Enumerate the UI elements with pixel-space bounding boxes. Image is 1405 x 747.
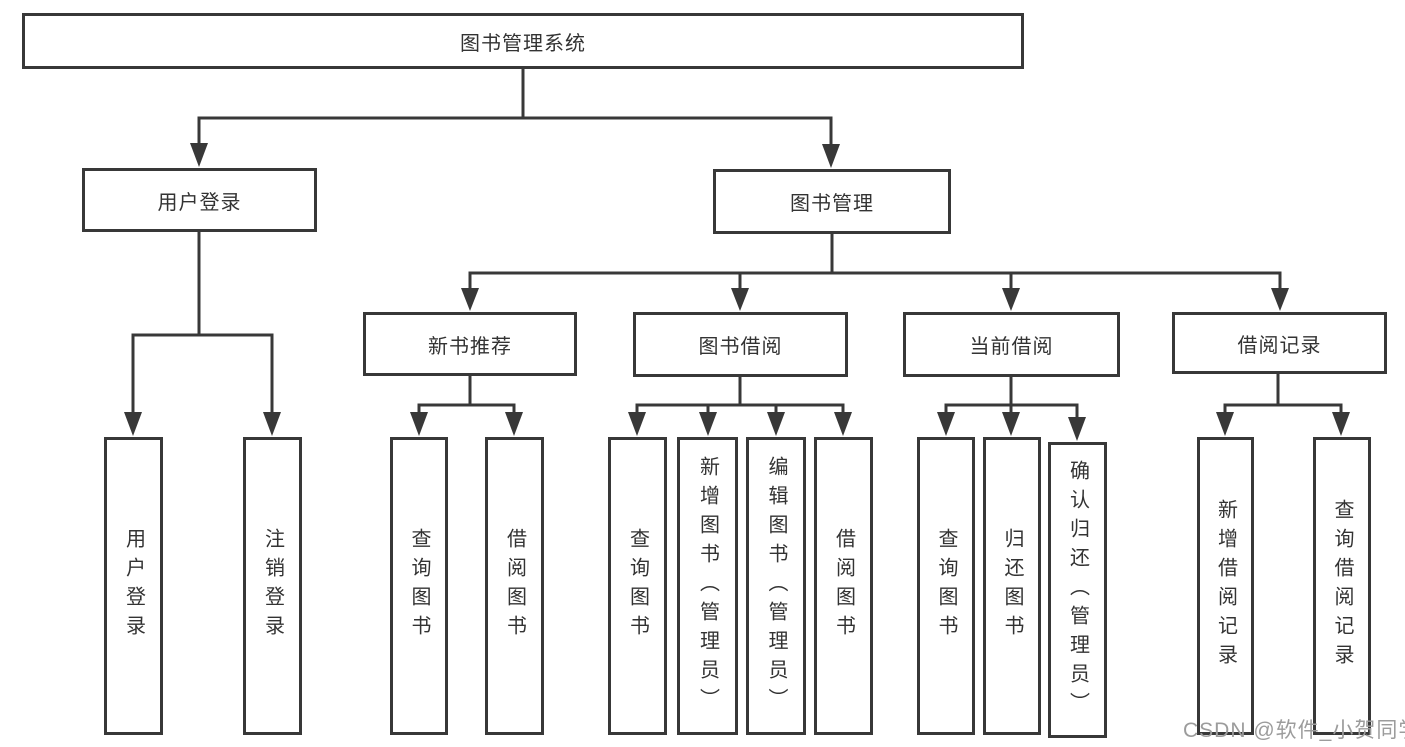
arrowhead bbox=[410, 412, 428, 436]
leaf-add-borrow-record: 新增借阅记录 bbox=[1197, 437, 1254, 735]
leaf-logout: 注销登录 bbox=[243, 437, 302, 735]
node-borrow-records-label: 借阅记录 bbox=[1237, 334, 1322, 357]
arrowhead bbox=[1002, 412, 1020, 436]
leaf-query-books-2: 查询图书 bbox=[608, 437, 667, 735]
leaf-user-login: 用户登录 bbox=[104, 437, 163, 735]
node-user-login: 用户登录 bbox=[82, 168, 317, 232]
leaf-query-borrow-record: 查询借阅记录 bbox=[1313, 437, 1371, 735]
arrowhead bbox=[505, 412, 523, 436]
leaf-borrow-books-2: 借阅图书 bbox=[814, 437, 873, 735]
arrowhead bbox=[190, 143, 208, 167]
leaf-edit-books-admin: 编辑图书（管理员） bbox=[746, 437, 806, 735]
leaf-query-borrow-record-label: 查询借阅记录 bbox=[1331, 499, 1353, 673]
leaf-user-login-label: 用户登录 bbox=[122, 528, 145, 644]
leaf-return-books: 归还图书 bbox=[983, 437, 1041, 735]
node-book-borrow: 图书借阅 bbox=[633, 312, 848, 377]
connector-current-borrow-children bbox=[937, 377, 1086, 441]
leaf-logout-label: 注销登录 bbox=[261, 528, 284, 644]
arrowhead bbox=[1216, 412, 1234, 436]
arrowhead bbox=[1068, 417, 1086, 441]
leaf-query-books-3: 查询图书 bbox=[917, 437, 975, 735]
arrowhead bbox=[834, 412, 852, 436]
leaf-query-books-1-label: 查询图书 bbox=[408, 528, 430, 644]
node-new-book-recommend: 新书推荐 bbox=[363, 312, 577, 376]
connector-root-to-level2 bbox=[190, 69, 840, 168]
node-borrow-records: 借阅记录 bbox=[1172, 312, 1387, 374]
leaf-add-borrow-record-label: 新增借阅记录 bbox=[1214, 499, 1237, 673]
node-root: 图书管理系统 bbox=[22, 13, 1024, 69]
arrowhead bbox=[699, 412, 717, 436]
connector-new-book-children bbox=[410, 376, 523, 436]
leaf-borrow-books-2-label: 借阅图书 bbox=[832, 528, 855, 644]
watermark: CSDN @软件_小贺同学 bbox=[1183, 719, 1405, 742]
connector-book-borrow-children bbox=[628, 377, 852, 436]
leaf-query-books-2-label: 查询图书 bbox=[626, 528, 649, 644]
arrowhead bbox=[1002, 288, 1020, 311]
leaf-edit-books-admin-label: 编辑图书（管理员） bbox=[765, 455, 787, 717]
leaf-confirm-return-admin: 确认归还（管理员） bbox=[1048, 442, 1107, 738]
leaf-borrow-books-1-label: 借阅图书 bbox=[503, 528, 526, 644]
connector-user-login-children bbox=[124, 232, 281, 436]
connector-borrow-records-children bbox=[1216, 374, 1350, 436]
node-user-login-label: 用户登录 bbox=[157, 191, 242, 214]
node-current-borrow-label: 当前借阅 bbox=[969, 336, 1054, 358]
arrowhead bbox=[731, 288, 749, 311]
arrowhead bbox=[263, 412, 281, 436]
leaf-borrow-books-1: 借阅图书 bbox=[485, 437, 544, 735]
node-book-mgmt: 图书管理 bbox=[713, 169, 951, 234]
arrowhead bbox=[628, 412, 646, 436]
arrowhead bbox=[822, 144, 840, 168]
arrowhead bbox=[767, 412, 785, 436]
connector-book-mgmt-children bbox=[461, 234, 1289, 311]
node-book-mgmt-label: 图书管理 bbox=[790, 193, 874, 215]
leaf-query-books-3-label: 查询图书 bbox=[935, 528, 957, 644]
leaf-confirm-return-admin-label: 确认归还（管理员） bbox=[1066, 459, 1089, 721]
leaf-query-books-1: 查询图书 bbox=[390, 437, 448, 735]
arrowhead bbox=[937, 412, 955, 436]
arrowhead bbox=[124, 412, 142, 436]
leaf-add-books-admin-label: 新增图书（管理员） bbox=[696, 455, 719, 717]
node-current-borrow: 当前借阅 bbox=[903, 312, 1120, 377]
leaf-return-books-label: 归还图书 bbox=[1001, 528, 1023, 644]
arrowhead bbox=[1271, 288, 1289, 311]
node-new-book-recommend-label: 新书推荐 bbox=[428, 335, 512, 358]
node-root-label: 图书管理系统 bbox=[460, 32, 586, 55]
node-book-borrow-label: 图书借阅 bbox=[698, 336, 783, 358]
leaf-add-books-admin: 新增图书（管理员） bbox=[677, 437, 738, 735]
arrowhead bbox=[461, 288, 479, 311]
arrowhead bbox=[1332, 412, 1350, 436]
